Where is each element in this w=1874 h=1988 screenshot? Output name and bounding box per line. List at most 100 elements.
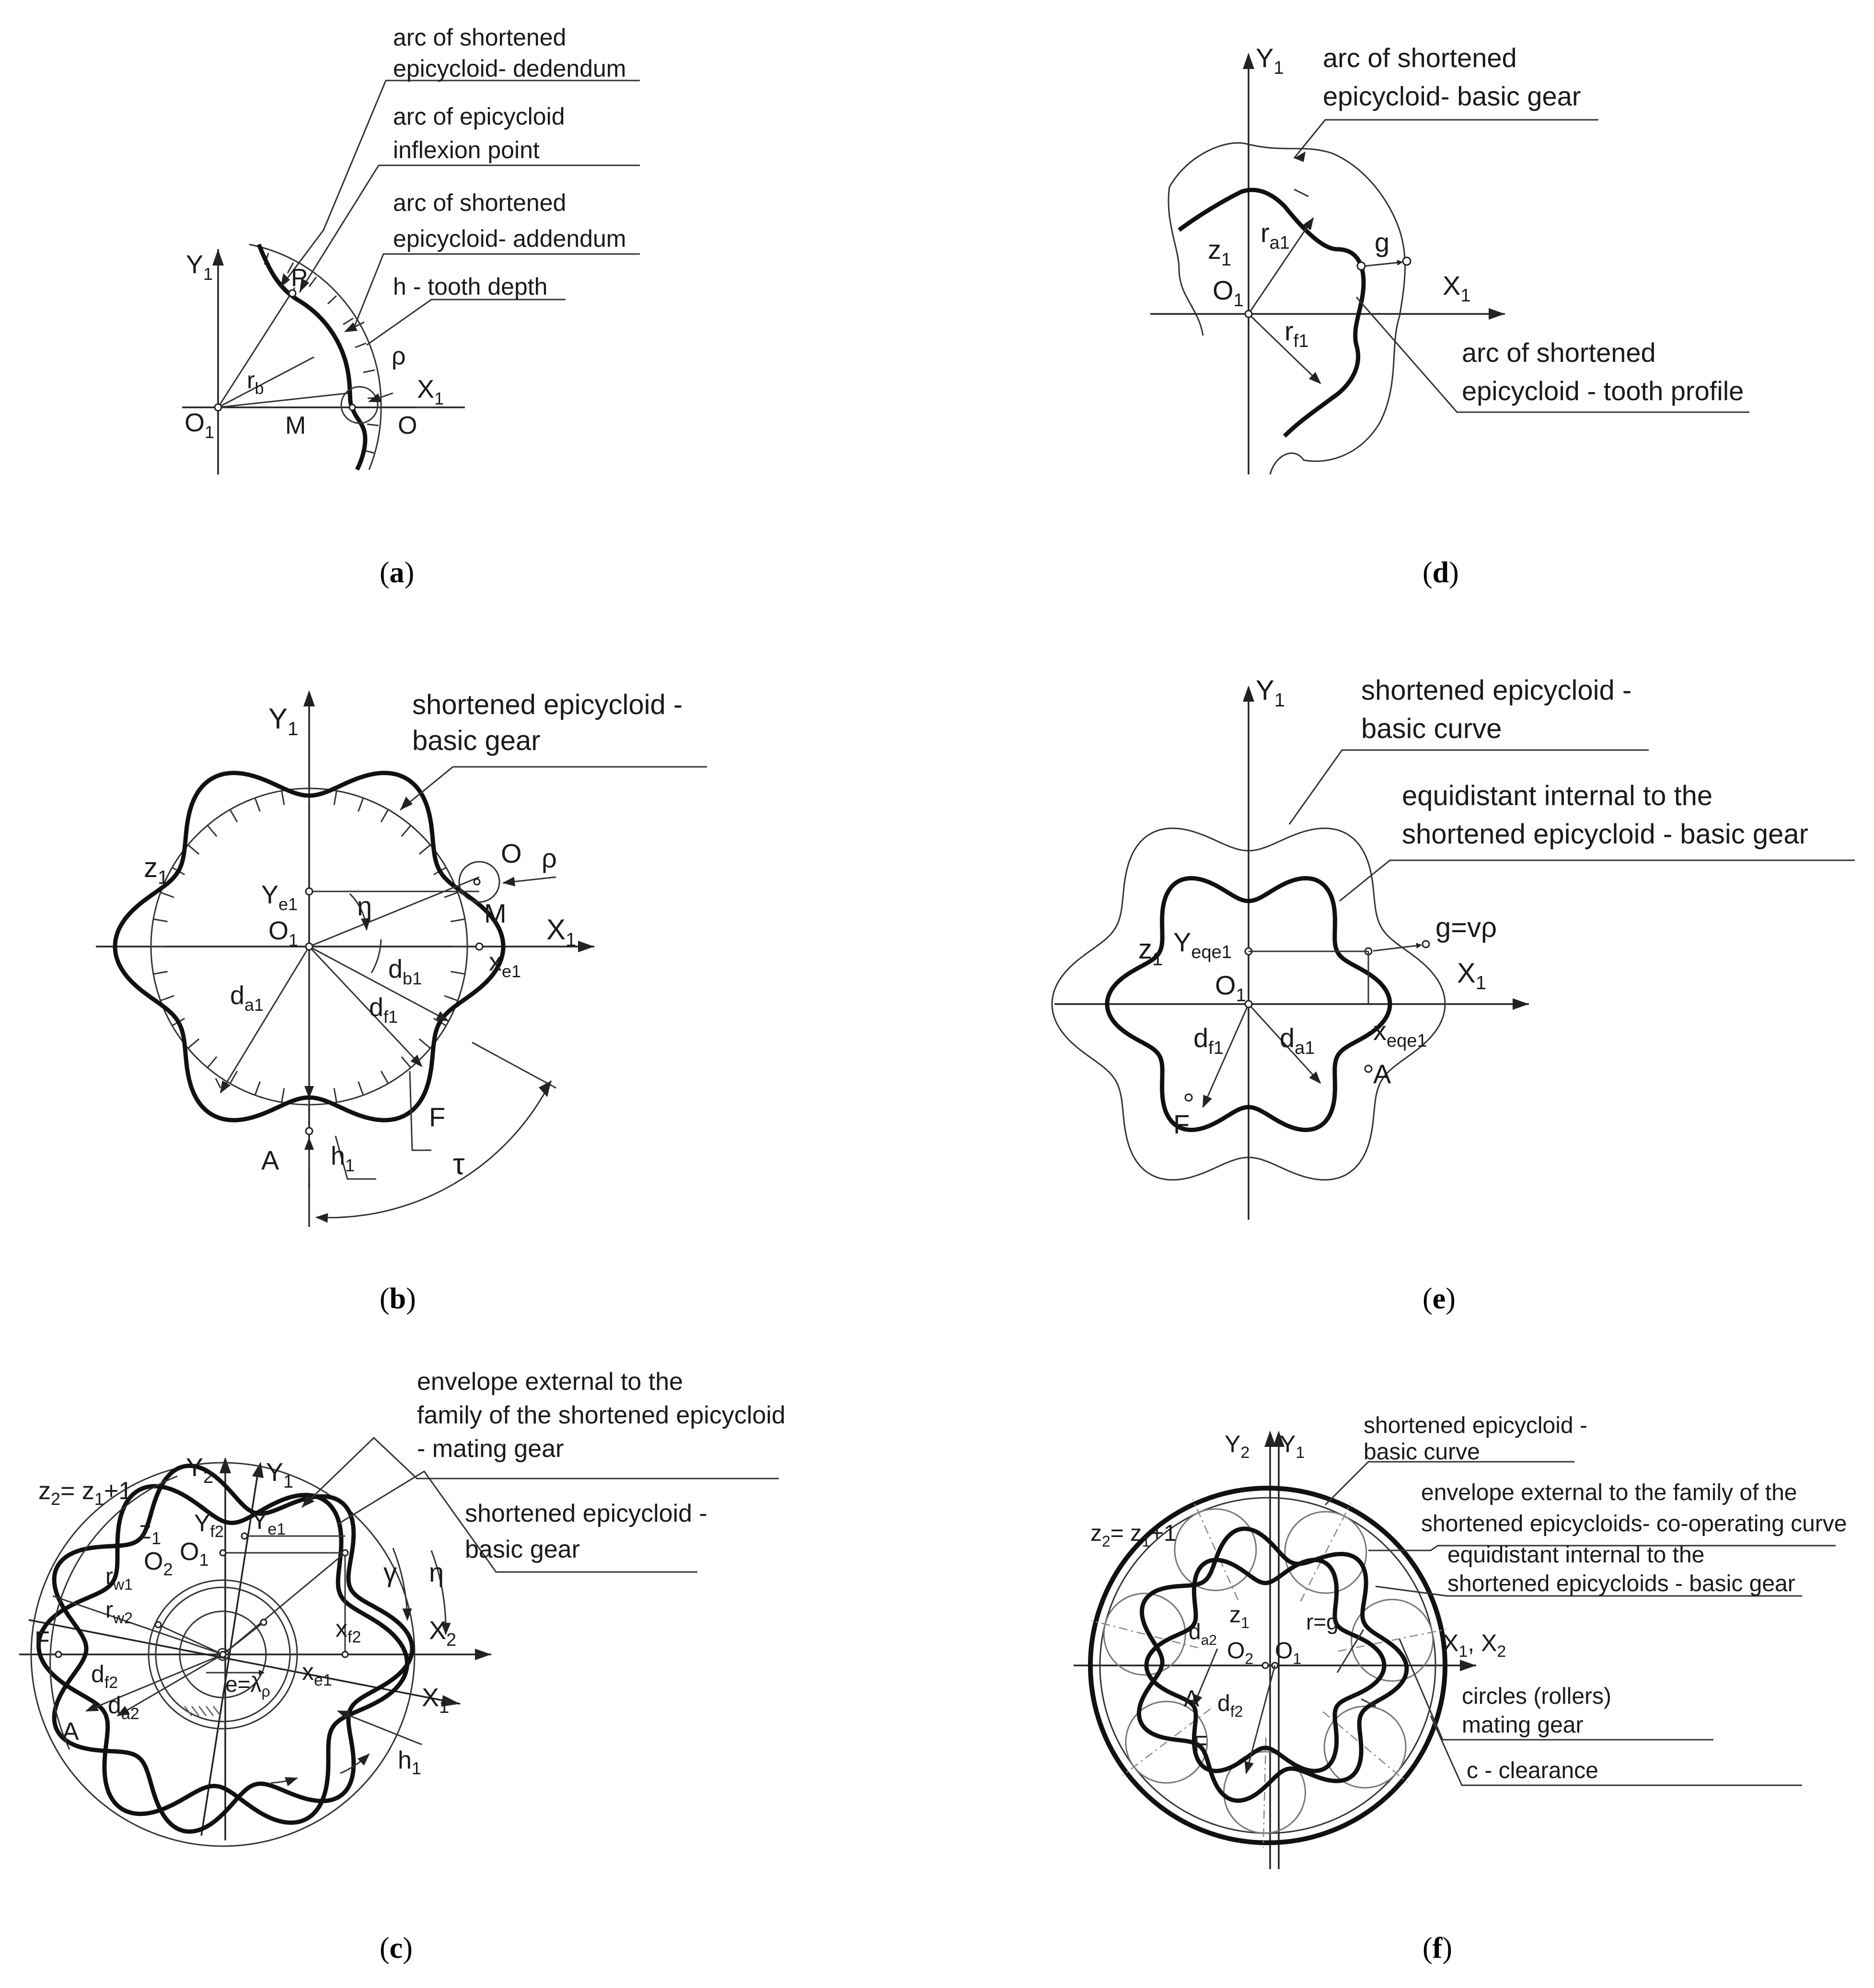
d-z-label: z1 <box>1208 234 1231 270</box>
e-z-label: z1 <box>1138 934 1163 970</box>
c-O1-label: O1 <box>180 1538 208 1570</box>
d-title-line1: arc of shortened <box>1323 43 1517 73</box>
d-title-line2: epicycloid- basic gear <box>1323 81 1581 111</box>
a-M-label: M <box>285 412 306 439</box>
c-title-line2: family of the shortened epicycloid <box>417 1401 786 1429</box>
f-rg-label: r=g <box>1306 1609 1339 1634</box>
b-tick <box>451 918 465 923</box>
d-ra-label: ra1 <box>1261 218 1290 253</box>
b-axis-x-label: X1 <box>546 913 576 950</box>
b-tick <box>281 790 285 805</box>
e-axis-x-label: X1 <box>1457 958 1486 994</box>
e-caption: (e) <box>1423 1283 1456 1315</box>
b-tick <box>418 1038 431 1049</box>
a-callout-3-line1: arc of shortened <box>393 189 566 216</box>
f-O1-label: O1 <box>1275 1638 1301 1667</box>
b-axis-y-label: Y1 <box>268 703 298 740</box>
e-g-label: g=vρ <box>1435 912 1497 943</box>
b-tick <box>229 1071 238 1084</box>
c-h1-label: h1 <box>398 1746 421 1778</box>
panel-b: Y1 X1 shortened epicycloid - basic gear … <box>96 689 707 1315</box>
c-hatch <box>184 1706 221 1716</box>
d-basic-gear-arc <box>1168 142 1406 475</box>
b-tick <box>187 1038 200 1049</box>
a-callout-3-line2: epicycloid- addendum <box>393 225 626 252</box>
c-F-label: F <box>35 1627 50 1654</box>
a-leader-3 <box>354 253 640 326</box>
panel-d: Y1 X1 arc of shortened epicycloid- basic… <box>1150 43 1749 589</box>
f-da2-label: da2 <box>1189 1619 1217 1648</box>
a-rb-label: rb <box>247 367 264 398</box>
c-leader-1 <box>301 1436 779 1508</box>
f-t3-line2: shortened epicycloids - basic gear <box>1447 1571 1795 1596</box>
c-title2-line1: shortened epicycloid - <box>465 1500 707 1527</box>
c-Yf2-label: Yf2 <box>194 1510 224 1541</box>
b-h-label: h1 <box>331 1142 355 1175</box>
c-e-label: e=λρ <box>225 1672 270 1700</box>
e-da-label: da1 <box>1280 1023 1315 1058</box>
f-t2-line1: envelope external to the family of the <box>1421 1480 1797 1505</box>
f-df2-label: df2 <box>1217 1691 1243 1720</box>
a-axis-y-label: Y1 <box>186 250 213 284</box>
a-callout-2-line1: arc of epicycloid <box>393 103 565 130</box>
e-title2-line1: equidistant internal to the <box>1402 780 1712 811</box>
f-envelope-curve <box>1136 1526 1409 1803</box>
c-xf2-label: xf2 <box>335 1615 361 1646</box>
a-O-label: O <box>398 412 417 439</box>
a-callout-2-line2: inflexion point <box>393 137 540 163</box>
b-F-label: F <box>429 1102 445 1132</box>
a-leader-2 <box>299 164 640 293</box>
e-F-label: F <box>1173 1109 1190 1139</box>
c-y1-axis <box>200 1466 260 1836</box>
f-leader-4 <box>1399 1639 1713 1741</box>
b-title-line1: shortened epicycloid - <box>412 689 683 720</box>
e-axis-y-label: Y1 <box>1256 675 1285 711</box>
c-rw2-label: rw2 <box>105 1597 133 1627</box>
c-O2-label: O2 <box>144 1548 173 1579</box>
a-callout-1-line2: epicycloid- dedendum <box>393 55 626 82</box>
f-roller-circle <box>1284 1511 1367 1594</box>
a-callout-4-line1: h - tooth depth <box>393 273 547 300</box>
a-origin-label: O1 <box>185 408 214 442</box>
b-O1-label: O1 <box>268 916 298 950</box>
c-eta-label: η <box>429 1557 444 1587</box>
b-tick <box>254 1081 261 1096</box>
b-epicycloid-basic-gear <box>113 771 506 1122</box>
a-P-label: P <box>291 264 308 292</box>
f-t1-line2: basic curve <box>1364 1439 1480 1465</box>
a-leader-1 <box>279 80 640 288</box>
b-tick <box>418 844 431 855</box>
b-tick <box>254 798 261 812</box>
b-A-label: A <box>261 1145 279 1175</box>
f-A-label: A <box>1184 1686 1199 1711</box>
c-envelope-mating-gear <box>52 1463 415 1834</box>
d-O1-label: O1 <box>1213 275 1244 311</box>
c-x1-axis <box>28 1619 461 1705</box>
f-leader-1 <box>1324 1461 1574 1506</box>
c-title2-line2: basic gear <box>465 1536 580 1563</box>
b-tick <box>187 844 200 855</box>
d-callout-line1: arc of shortened <box>1462 337 1656 368</box>
c-A-label: A <box>62 1718 79 1745</box>
c-Y2-label: Y2 <box>186 1453 213 1487</box>
a-rho-label: ρ <box>392 342 406 370</box>
f-c1-line2: mating gear <box>1462 1712 1583 1738</box>
f-leader-3 <box>1375 1585 1802 1597</box>
e-title-line2: basic curve <box>1361 713 1502 744</box>
e-xeqe-label: xeqe1 <box>1373 1016 1427 1051</box>
d-axis-x-label: X1 <box>1443 270 1471 306</box>
b-tick <box>281 1088 285 1103</box>
d-leader-2 <box>1355 297 1749 413</box>
f-roller-circle <box>1103 1593 1186 1676</box>
e-df-label: df1 <box>1193 1023 1224 1058</box>
f-roller-centerline <box>1262 1737 1267 1848</box>
b-title-line2: basic gear <box>412 725 541 756</box>
b-tick <box>333 790 337 805</box>
b-tick <box>333 1088 337 1103</box>
b-tick <box>153 918 168 923</box>
b-rho-label: ρ <box>542 843 557 873</box>
b-tick <box>401 825 412 837</box>
b-tick <box>358 798 364 812</box>
f-roller-circle <box>1174 1508 1257 1591</box>
e-title2-line2: shortened epicycloid - basic gear <box>1402 819 1808 850</box>
